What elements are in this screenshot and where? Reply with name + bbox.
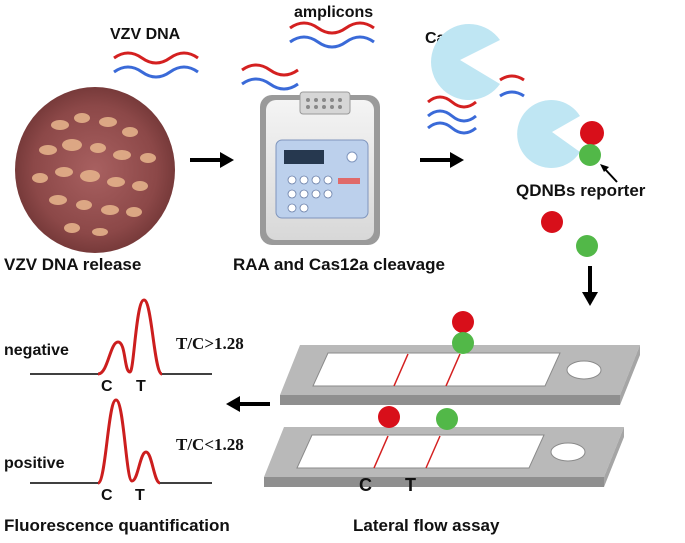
negative-label: negative (4, 342, 69, 359)
reporter-green-dot (579, 144, 601, 166)
pos-t-peak-label: T (135, 487, 145, 504)
pointer-arrow-icon (600, 164, 618, 183)
neg-c-peak-label: C (101, 378, 113, 395)
positive-fluorescence-curve (30, 398, 212, 485)
strip-c-label: C (359, 475, 372, 495)
skin-lesion-image (15, 87, 175, 253)
lfa-label: Lateral flow assay (353, 516, 500, 535)
step-raa-label: RAA and Cas12a cleavage (233, 255, 445, 274)
arrow-right-icon (420, 152, 464, 168)
negative-ratio-label: T/C>1.28 (176, 334, 244, 353)
cleaved-dna-strands (427, 74, 525, 135)
arrow-left-icon (226, 396, 270, 412)
negative-fluorescence-curve (30, 298, 212, 376)
strip-t-label: T (405, 475, 416, 495)
vzv-dna-strands (113, 51, 199, 79)
arrow-right-icon (190, 152, 234, 168)
positive-ratio-label: T/C<1.28 (176, 435, 244, 454)
reporter-label: QDNBs reporter (516, 181, 646, 200)
amplicons-label: amplicons (294, 4, 373, 21)
cas12a-protein-icon (431, 24, 500, 100)
pos-c-peak-label: C (101, 487, 113, 504)
vesicles (32, 113, 156, 236)
lateral-flow-strip-positive (264, 406, 624, 487)
step-release-label: VZV DNA release (4, 255, 141, 274)
cleaved-green-dot (576, 235, 598, 257)
amplicon-strands (241, 21, 375, 91)
raa-heating-block-device (260, 91, 380, 245)
arrow-down-icon (582, 266, 598, 306)
positive-label: positive (4, 455, 65, 472)
fluorescence-label: Fluorescence quantification (4, 516, 230, 535)
cas12a-active-icon (517, 99, 580, 168)
vzv-dna-label: VZV DNA (110, 26, 181, 43)
lateral-flow-strip-negative (280, 311, 640, 405)
cleaved-red-dot (541, 211, 563, 233)
neg-t-peak-label: T (136, 378, 146, 395)
reporter-red-dot (580, 121, 604, 145)
